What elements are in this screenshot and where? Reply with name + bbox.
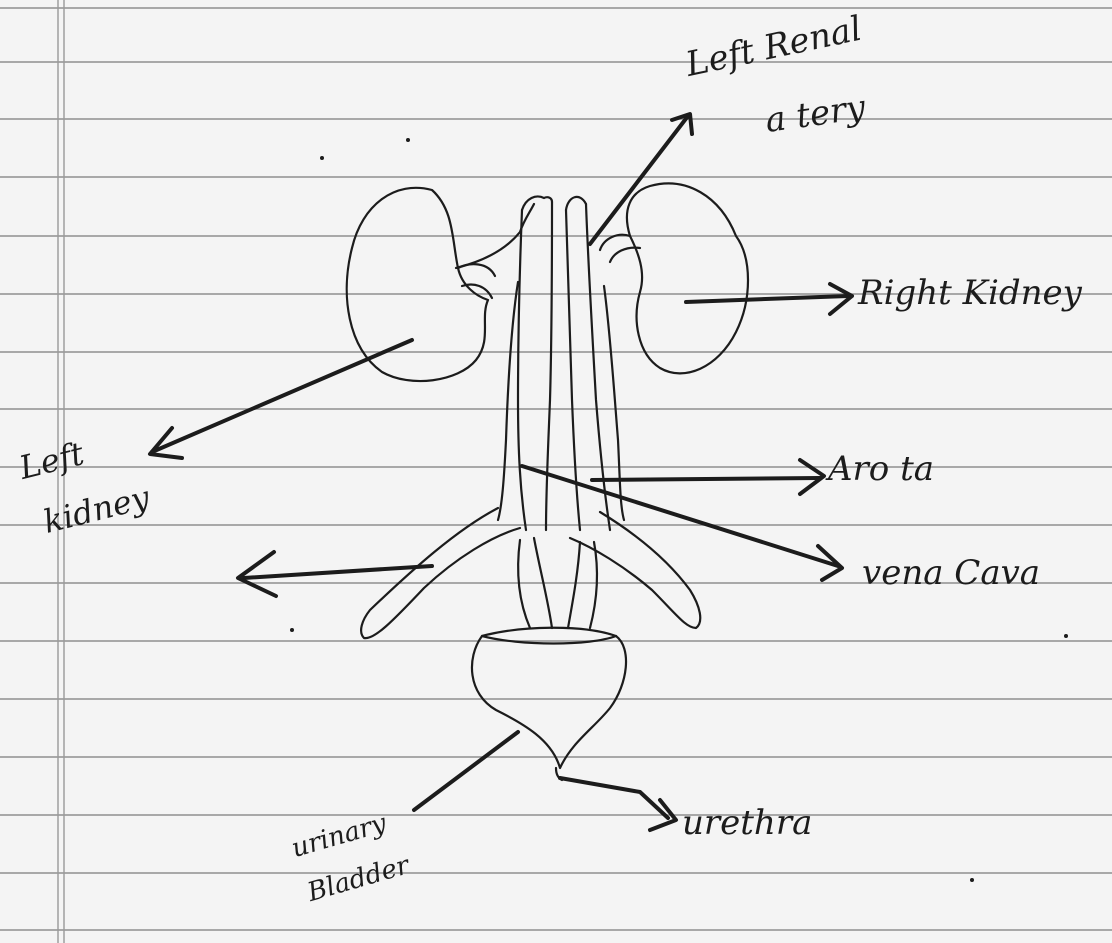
label-aorta: Aro ta [828,452,934,486]
arrow-aorta [592,478,820,480]
label-vena-cava: vena Cava [862,556,1040,590]
label-right-kidney: Right Kidney [858,276,1082,310]
label-urethra: urethra [682,806,812,840]
